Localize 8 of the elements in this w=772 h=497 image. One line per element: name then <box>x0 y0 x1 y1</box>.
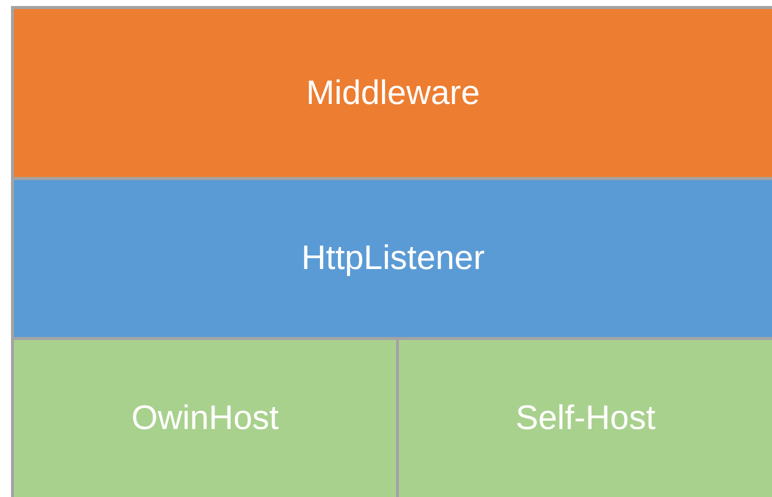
layer-label: HttpListener <box>301 239 485 278</box>
layer-label: OwinHost <box>131 399 279 438</box>
layer-box <box>11 177 772 340</box>
layer-label: Self-Host <box>516 399 656 438</box>
layer-box <box>11 337 399 497</box>
layer-box <box>396 337 772 497</box>
layer-label: Middleware <box>306 74 480 112</box>
layer-box <box>11 6 772 180</box>
